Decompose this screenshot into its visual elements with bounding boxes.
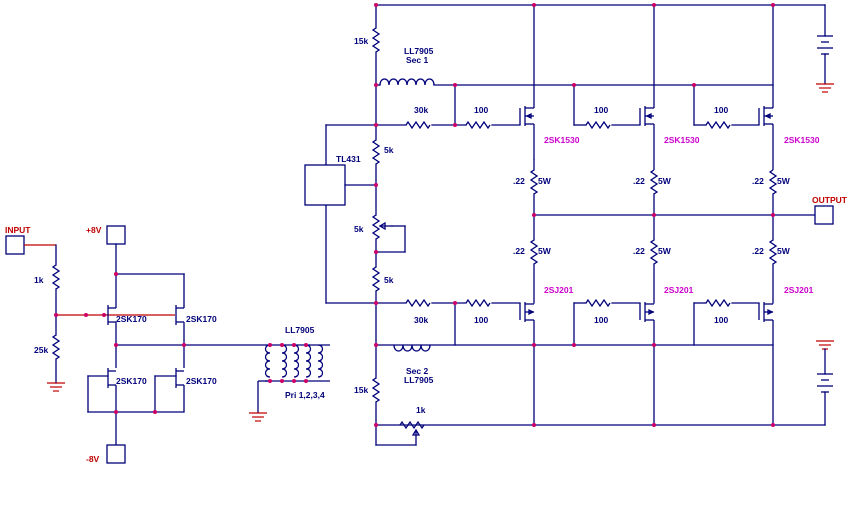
jfet-top-left-label: 2SK170	[116, 314, 147, 324]
jfet-top-right	[175, 305, 185, 345]
battery-top	[817, 35, 833, 55]
battery-bottom	[817, 373, 833, 393]
rs-bot-3-val: .22	[752, 246, 764, 256]
rs-top-2-val: .22	[633, 176, 645, 186]
nmos-1	[519, 5, 535, 160]
transformer-primary-label: LL7905	[285, 325, 315, 335]
transformer-primary	[257, 344, 330, 413]
rs-top-3-watt: 5W	[777, 176, 791, 186]
battery-bottom-ground	[816, 340, 834, 350]
pmos-2-label: 2SJ201	[664, 285, 694, 295]
rs-bot-2	[649, 239, 659, 265]
resistor-25k	[51, 334, 61, 360]
transformer-ground	[249, 412, 267, 422]
rs-bot-1	[529, 239, 539, 265]
transformer-sec1	[379, 78, 435, 86]
ground-symbol	[47, 382, 65, 392]
resistor-100-bottom-2-label: 100	[594, 315, 608, 325]
rs-bot-1-watt: 5W	[538, 246, 552, 256]
pot-5k-label: 5k	[354, 224, 364, 234]
resistor-1k	[51, 264, 61, 290]
tl431-box	[304, 164, 346, 206]
transformer-primary-note: Pri 1,2,3,4	[285, 390, 325, 400]
output-label: OUTPUT	[812, 195, 848, 205]
resistor-5k-2-label: 5k	[384, 275, 394, 285]
rs-bot-3	[768, 239, 778, 265]
resistor-25k-label: 25k	[34, 345, 48, 355]
sec2-part-label: LL7905	[404, 375, 434, 385]
nmos-2	[639, 5, 655, 170]
jfet-bottom-left	[107, 345, 117, 412]
rs-top-1-watt: 5W	[538, 176, 552, 186]
jfet-top-right-label: 2SK170	[186, 314, 217, 324]
resistor-5k-2	[371, 266, 381, 292]
rs-top-1-val: .22	[513, 176, 525, 186]
sec1-part-label: LL7905	[404, 46, 434, 56]
resistor-30k-top	[405, 120, 431, 130]
rs-bot-1-val: .22	[513, 246, 525, 256]
resistor-30k-top-label: 30k	[414, 105, 428, 115]
plus-8v-label: +8V	[86, 225, 102, 235]
nmos-1-label: 2SK1530	[544, 135, 580, 145]
resistor-5k-1-label: 5k	[384, 145, 394, 155]
resistor-100-bottom-2	[585, 298, 611, 308]
resistor-15k-bottom-label: 15k	[354, 385, 368, 395]
pot-1k	[399, 420, 425, 430]
sec2-name-label: Sec 2	[406, 366, 428, 376]
pmos-1-label: 2SJ201	[544, 285, 574, 295]
rs-top-3	[768, 169, 778, 195]
sec1-name-label: Sec 1	[406, 55, 428, 65]
rs-bot-2-val: .22	[633, 246, 645, 256]
jfet-bottom-right	[175, 345, 185, 412]
nmos-3	[758, 5, 774, 170]
resistor-100-top-3	[705, 120, 731, 130]
resistor-30k-bottom	[405, 298, 431, 308]
pmos-2	[639, 302, 655, 425]
resistor-100-bottom-3-label: 100	[714, 315, 728, 325]
jfet-top-left	[107, 274, 117, 345]
rs-top-2	[649, 169, 659, 195]
resistor-100-bottom-1	[465, 298, 491, 308]
resistor-15k-bottom	[371, 377, 381, 403]
resistor-100-top-1	[465, 120, 491, 130]
rs-top-1	[529, 169, 539, 195]
pot-1k-label: 1k	[416, 405, 426, 415]
nmos-2-label: 2SK1530	[664, 135, 700, 145]
resistor-15k-top-label: 15k	[354, 36, 368, 46]
pot-5k	[371, 214, 381, 240]
output-stage: 15k 5k 5k 5k 15k 1k TL431	[304, 3, 848, 446]
tl431-label: TL431	[336, 154, 361, 164]
pmos-1	[519, 302, 535, 425]
minus-8v-label: -8V	[86, 454, 100, 464]
resistor-100-top-1-label: 100	[474, 105, 488, 115]
rs-bot-3-watt: 5W	[777, 246, 791, 256]
input-port	[5, 235, 25, 255]
pmos-3	[758, 302, 774, 425]
nmos-3-label: 2SK1530	[784, 135, 820, 145]
rs-top-3-val: .22	[752, 176, 764, 186]
resistor-100-top-2-label: 100	[594, 105, 608, 115]
jfet-bottom-left-label: 2SK170	[116, 376, 147, 386]
plus-8v-port	[106, 225, 126, 245]
resistor-100-top-2	[585, 120, 611, 130]
input-label: INPUT	[5, 225, 31, 235]
resistor-1k-label: 1k	[34, 275, 44, 285]
jfet-bottom-right-label: 2SK170	[186, 376, 217, 386]
rs-top-2-watt: 5W	[658, 176, 672, 186]
rs-bot-2-watt: 5W	[658, 246, 672, 256]
battery-top-ground	[816, 83, 834, 93]
resistor-15k-top	[371, 27, 381, 53]
resistor-5k-1	[371, 139, 381, 165]
output-port	[814, 205, 834, 225]
resistor-100-top-3-label: 100	[714, 105, 728, 115]
resistor-100-bottom-3	[705, 298, 731, 308]
minus-8v-port	[106, 444, 126, 464]
resistor-100-bottom-1-label: 100	[474, 315, 488, 325]
pmos-3-label: 2SJ201	[784, 285, 814, 295]
transformer-sec2	[393, 344, 431, 352]
resistor-30k-bottom-label: 30k	[414, 315, 428, 325]
input-stage: INPUT 1k 25k +8V 2SK170	[5, 225, 330, 464]
